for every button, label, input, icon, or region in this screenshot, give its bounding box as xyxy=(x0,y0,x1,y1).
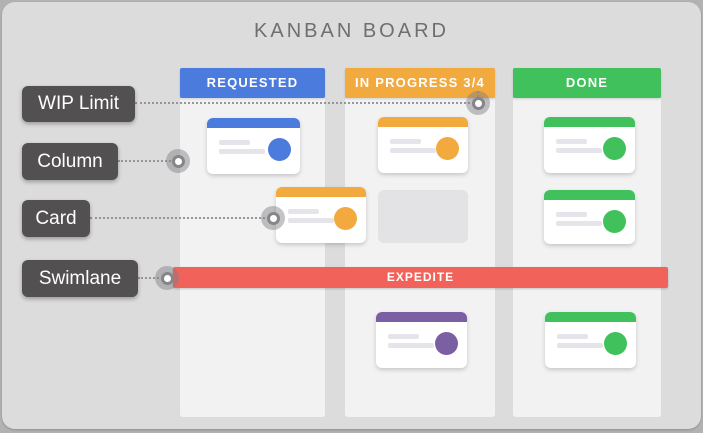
connector-wip-limit xyxy=(135,102,478,104)
card-done-green-1 xyxy=(544,117,635,173)
card-avatar-dot xyxy=(334,207,357,230)
marker-swimlane xyxy=(155,266,179,290)
marker-dot xyxy=(163,274,171,282)
card-topbar xyxy=(276,187,366,197)
card-in-progress-orange xyxy=(378,117,468,173)
card-topbar xyxy=(545,312,636,322)
card-expedite-purple xyxy=(376,312,467,368)
card-text-placeholder xyxy=(219,149,265,154)
marker-dot xyxy=(174,157,182,165)
marker-dot xyxy=(474,99,482,107)
column-header-requested: REQUESTED xyxy=(180,68,325,98)
connector-card xyxy=(90,217,273,219)
card-text-placeholder xyxy=(556,212,587,217)
marker-card xyxy=(261,206,285,230)
diagram-title: KANBAN BOARD xyxy=(254,20,449,42)
card-expedite-green xyxy=(545,312,636,368)
swimlane-expedite: EXPEDITE xyxy=(173,267,668,288)
card-avatar-dot xyxy=(435,332,458,355)
card-text-placeholder xyxy=(556,221,602,226)
card-avatar-dot xyxy=(603,137,626,160)
connector-column xyxy=(118,160,178,162)
connector-swimlane xyxy=(138,277,167,279)
card-text-placeholder xyxy=(288,209,319,214)
connector-wip-limit-vertical xyxy=(477,91,479,101)
card-avatar-dot xyxy=(436,137,459,160)
card-text-placeholder xyxy=(556,139,587,144)
card-requested-blue xyxy=(207,118,300,174)
card-text-placeholder xyxy=(219,140,250,145)
column-header-in-progress: IN PROGRESS 3/4 xyxy=(345,68,495,98)
card-text-placeholder xyxy=(388,334,419,339)
card-text-placeholder xyxy=(390,139,421,144)
card-topbar xyxy=(544,117,635,127)
column-header-done: DONE xyxy=(513,68,661,98)
card-text-placeholder xyxy=(388,343,434,348)
card-avatar-dot xyxy=(603,210,626,233)
marker-column xyxy=(166,149,190,173)
callout-wip-limit: WIP Limit xyxy=(22,86,135,122)
card-avatar-dot xyxy=(268,138,291,161)
callout-swimlane: Swimlane xyxy=(22,260,138,297)
card-text-placeholder xyxy=(390,148,436,153)
marker-wip-limit xyxy=(466,91,490,115)
callout-card: Card xyxy=(22,200,90,237)
marker-dot xyxy=(269,214,277,222)
card-text-placeholder xyxy=(556,148,602,153)
card-topbar xyxy=(207,118,300,128)
card-text-placeholder xyxy=(288,218,334,223)
callout-column: Column xyxy=(22,143,118,180)
card-avatar-dot xyxy=(604,332,627,355)
card-topbar xyxy=(544,190,635,200)
card-example-straddling xyxy=(276,187,366,243)
card-done-green-2 xyxy=(544,190,635,244)
card-text-placeholder xyxy=(557,343,603,348)
card-text-placeholder xyxy=(557,334,588,339)
empty-card-slot xyxy=(378,190,468,243)
card-topbar xyxy=(378,117,468,127)
card-topbar xyxy=(376,312,467,322)
